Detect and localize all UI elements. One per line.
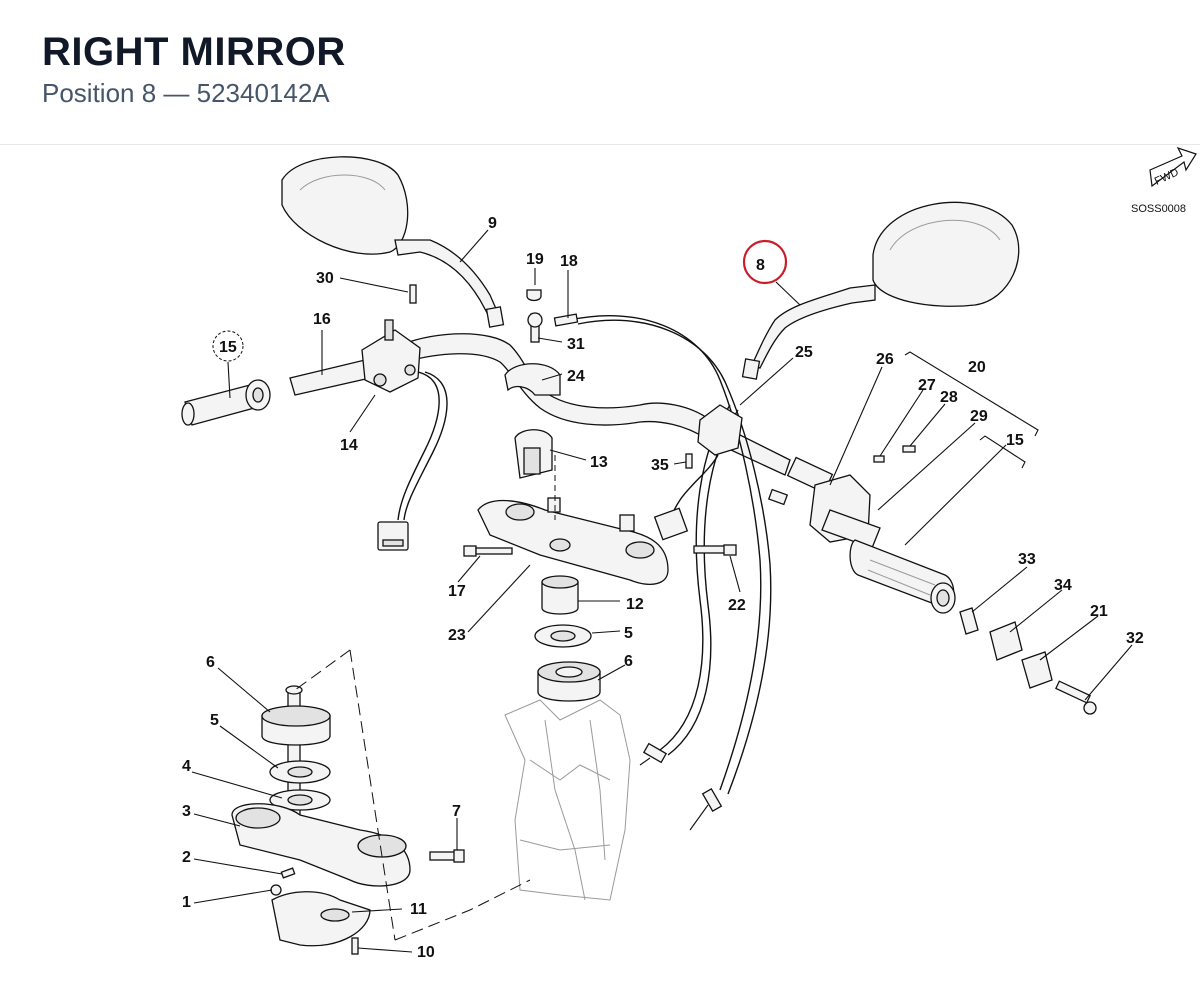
callout-25: 25: [795, 344, 813, 361]
callout-8[interactable]: 8: [756, 257, 765, 274]
callout-9: 9: [488, 215, 497, 232]
callout-35: 35: [651, 457, 669, 474]
dashed-guides: [294, 455, 556, 941]
group-brackets: [904, 351, 1039, 469]
right-switch: [653, 404, 743, 541]
callout-30: 30: [316, 270, 334, 287]
callout-29: 29: [970, 408, 988, 425]
callout-18: 18: [560, 253, 578, 270]
callout-23: 23: [448, 627, 466, 644]
exploded-parts-diagram: FWD SOSS0008: [181, 146, 1197, 961]
page-header: RIGHT MIRROR Position 8 — 52340142A: [0, 0, 1200, 145]
leader-lines: [191, 229, 1133, 953]
callout-31: 31: [567, 336, 585, 353]
callout-12: 12: [626, 596, 644, 613]
callout-labels: 9 8 30 19 18 16 15 31 24 14 13 35 25 26 …: [182, 215, 1144, 961]
highlight-ring: [742, 239, 788, 285]
left-mirror: [281, 156, 505, 328]
forward-arrow-icon: FWD: [1149, 146, 1197, 188]
lower-steering-assembly: [231, 685, 465, 955]
right-twist-grip: [767, 445, 956, 614]
callout-7: 7: [452, 803, 461, 820]
callout-32: 32: [1126, 630, 1144, 647]
callout-17: 17: [448, 583, 466, 600]
bolts: [463, 453, 737, 557]
small-screws: [409, 284, 543, 343]
callout-11: 11: [410, 901, 427, 918]
callout-19: 19: [526, 251, 544, 268]
callout-16: 16: [313, 311, 331, 328]
callout-20: 20: [968, 359, 986, 376]
left-grip: [181, 379, 271, 426]
handlebar-risers: [504, 363, 561, 479]
callout-28: 28: [940, 389, 958, 406]
diagram-code: SOSS0008: [1131, 203, 1186, 215]
bar-end-parts: [959, 607, 1097, 715]
page-title: RIGHT MIRROR: [42, 30, 346, 74]
callout-33: 33: [1018, 551, 1036, 568]
callout-5-center: 5: [624, 625, 633, 642]
callout-2: 2: [182, 849, 191, 866]
callout-15-left: 15: [219, 339, 237, 356]
callout-34: 34: [1054, 577, 1072, 594]
dashed-ring: [212, 330, 244, 362]
left-wiring: [377, 371, 448, 551]
callout-15-right: 15: [1006, 432, 1024, 449]
callout-6-left: 6: [206, 654, 215, 671]
callout-6-center: 6: [624, 653, 633, 670]
steering-parts: [534, 575, 601, 702]
callout-10: 10: [417, 944, 435, 961]
callout-26: 26: [876, 351, 894, 368]
callout-1: 1: [182, 894, 191, 911]
frame-outline: [504, 699, 631, 901]
throttle-cables: [553, 313, 772, 831]
page-subtitle: Position 8 — 52340142A: [42, 78, 330, 108]
callout-5-left: 5: [210, 712, 219, 729]
left-switch: [361, 319, 421, 393]
callout-21: 21: [1090, 603, 1108, 620]
right-mirror: [741, 201, 1020, 380]
callout-14: 14: [340, 437, 358, 454]
callout-4: 4: [182, 758, 191, 775]
callout-3: 3: [182, 803, 191, 820]
top-triple-clamp: [477, 497, 669, 585]
callout-27: 27: [918, 377, 936, 394]
callout-22: 22: [728, 597, 746, 614]
callout-24: 24: [567, 368, 585, 385]
callout-13: 13: [590, 454, 608, 471]
